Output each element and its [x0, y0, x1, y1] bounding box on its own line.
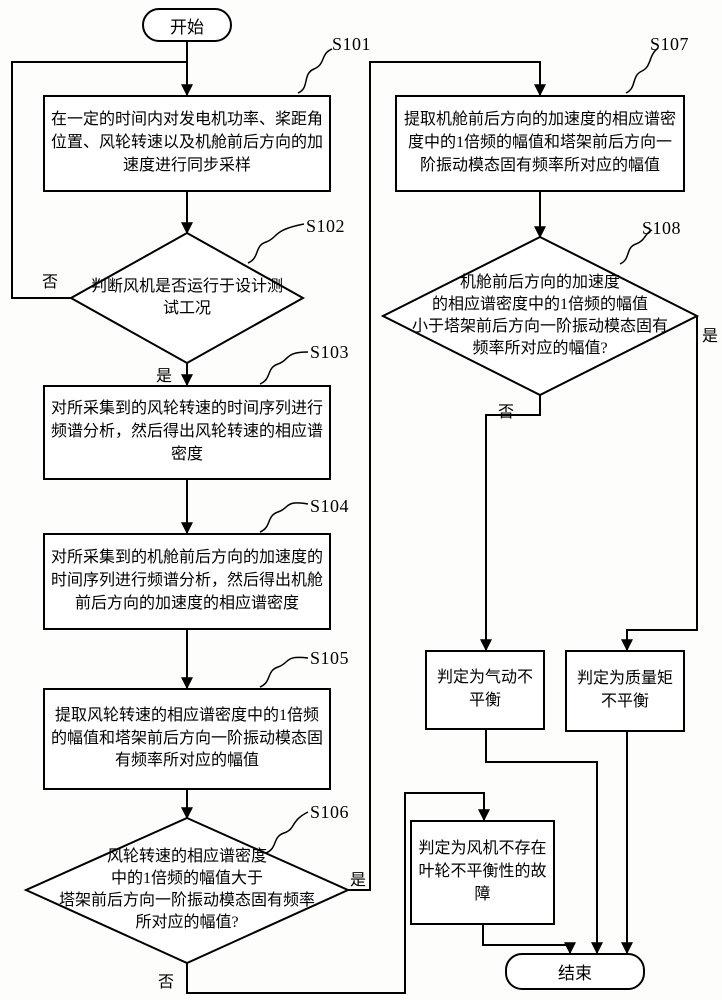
result-text-no-imbalance-fault: 判定为风机不存在叶轮不平衡性的故障	[418, 840, 547, 903]
connector-s102-no-loop	[11, 61, 187, 299]
result-box-no-imbalance-fault: 判定为风机不存在叶轮不平衡性的故障	[410, 820, 555, 925]
step-leader-s107	[625, 47, 659, 94]
process-box-s101: 在一定的时间内对发电机功率、桨距角位置、风轮转速以及机舱前后方向的加速度进行同步…	[43, 95, 331, 192]
process-text-s104: 对所采集到的机舱前后方向的加速度的时间序列进行频谱分析，然后得出机舱前后方向的加…	[51, 549, 324, 612]
step-leader-s101	[297, 48, 333, 94]
branch-label-s108-yes: 是	[702, 328, 719, 345]
branch-label-s108-no: 否	[498, 404, 515, 421]
decision-text-s102: 判断风机是否运行于设计测 试工况	[90, 278, 283, 317]
step-leader-s108	[619, 229, 653, 265]
connector-s106-yes-s107	[348, 61, 546, 891]
step-label-s102: S102	[306, 216, 346, 236]
process-box-s103: 对所采集到的风轮转速的时间序列进行频谱分析，然后得出风轮转速的相应谱密度	[43, 385, 331, 480]
process-text-s107: 提取机舱前后方向的加速度的相应谱密度中的1倍频的幅值和塔架前后方向一阶振动模态固…	[403, 111, 676, 174]
process-box-s107: 提取机舱前后方向的加速度的相应谱密度中的1倍频的幅值和塔架前后方向一阶振动模态固…	[395, 95, 685, 192]
connector-aero-end	[485, 730, 603, 955]
decision-text-s106: 风轮转速的相应谱密度 中的1倍频的幅值大于 塔架前后方向一阶振动模态固有频率 所…	[58, 848, 315, 931]
step-leader-s102	[247, 223, 305, 264]
end-terminal: 结束	[505, 953, 645, 990]
step-label-s104: S104	[310, 496, 350, 516]
start-label: 开始	[170, 17, 204, 37]
connector-s108-yes-mass	[621, 316, 698, 652]
branch-label-s102-no: 否	[42, 274, 59, 291]
step-label-s101: S101	[332, 34, 372, 54]
step-label-s103: S103	[310, 342, 350, 362]
result-text-aerodynamic-imbalance: 判定为气动不平衡	[436, 669, 533, 709]
process-text-s103: 对所采集到的风轮转速的时间序列进行频谱分析，然后得出风轮转速的相应谱密度	[51, 400, 324, 463]
step-leader-s103	[259, 351, 309, 385]
process-text-s101: 在一定的时间内对发电机功率、桨距角位置、风轮转速以及机舱前后方向的加速度进行同步…	[51, 111, 324, 174]
result-box-mass-moment-imbalance: 判定为质量矩不平衡	[565, 650, 685, 732]
start-terminal: 开始	[142, 8, 232, 42]
step-label-s106: S106	[310, 802, 350, 822]
connector-s108-no-aero	[480, 395, 541, 652]
connector-nofault-end	[482, 925, 576, 955]
step-label-s105: S105	[310, 648, 350, 668]
connector-s106-no-nofault	[186, 792, 490, 994]
step-leader-s104	[259, 502, 309, 533]
step-leader-s105	[259, 656, 309, 688]
branch-label-s106-no: 否	[158, 974, 175, 991]
decision-text-s108: 机舱前后方向的加速度 的相应谱密度中的1倍频的幅值 小于塔架前后方向一阶振动模态…	[411, 274, 668, 357]
step-leader-s106	[265, 811, 309, 854]
process-box-s105: 提取风轮转速的相应谱密度中的1倍频的幅值和塔架前后方向一阶振动模态固有频率所对应…	[43, 688, 331, 790]
result-box-aerodynamic-imbalance: 判定为气动不平衡	[425, 650, 545, 730]
end-label: 结束	[558, 964, 592, 983]
result-text-mass-moment-imbalance: 判定为质量矩不平衡	[576, 670, 673, 710]
branch-label-s102-yes: 是	[156, 368, 173, 385]
process-box-s104: 对所采集到的机舱前后方向的加速度的时间序列进行频谱分析，然后得出机舱前后方向的加…	[43, 533, 331, 630]
step-label-s107: S107	[650, 34, 690, 54]
step-label-s108: S108	[642, 218, 682, 238]
branch-label-s106-yes: 是	[350, 872, 367, 889]
process-text-s105: 提取风轮转速的相应谱密度中的1倍频的幅值和塔架前后方向一阶振动模态固有频率所对应…	[51, 706, 324, 770]
